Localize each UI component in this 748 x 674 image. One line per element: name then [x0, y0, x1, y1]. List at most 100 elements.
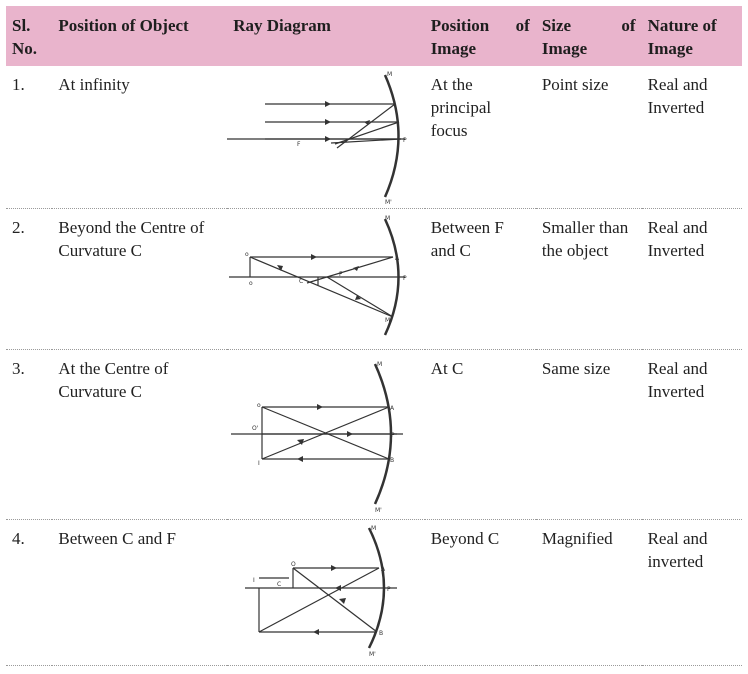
ray-diagram-at-c: o O' A P B I M M' [231, 361, 404, 514]
label-p: P [403, 137, 407, 144]
row-object-position: At the Centre of Curvature C [58, 359, 169, 401]
header-row: Sl. No. Position of Object Ray Diagram P… [6, 6, 742, 66]
arrowhead [297, 456, 304, 462]
label-object: O [291, 561, 296, 568]
label-o-prime: O' [252, 425, 259, 432]
ray [292, 567, 378, 633]
ray-diagram-cell: o O' A P B I M M' [227, 350, 424, 520]
arrowhead [311, 254, 318, 260]
header-size-image: Size of Image [536, 6, 642, 66]
row-image-position: At C [430, 359, 464, 378]
header-position-image-of: of [515, 16, 530, 35]
table-row: 4. Between C and F [6, 520, 742, 666]
arrowhead [325, 119, 332, 125]
arrowhead [339, 598, 347, 604]
ray-diagram-cell: M F P M' [227, 66, 424, 209]
arrowhead [325, 136, 332, 142]
label-object: o [245, 251, 249, 258]
arrowhead [325, 101, 332, 107]
arrowhead [297, 439, 305, 445]
header-position-image-word: Position [430, 16, 490, 35]
label-object-foot: o [249, 280, 253, 287]
label-m-prime: M' [385, 317, 392, 324]
label-object: o [257, 402, 261, 409]
header-position-image-image: Image [430, 39, 477, 58]
row-sl: 4. [12, 529, 25, 548]
row-image-size: Point size [541, 75, 609, 94]
arrowhead [347, 431, 354, 437]
arrowhead [331, 565, 338, 571]
table-row: 1. At infinity [6, 66, 742, 209]
label-m: M [385, 215, 390, 222]
ray-diagram-beyond-c: o o C F A P M M' [229, 215, 407, 336]
label-b: B [390, 457, 394, 464]
table-row: 3. At the Centre of Curvature C [6, 350, 742, 520]
row-image-nature: Real and Inverted [647, 218, 708, 260]
ray [335, 121, 400, 145]
ray-diagram-infinity: M F P M' [227, 71, 407, 206]
arrowhead [355, 295, 362, 300]
label-m: M [377, 361, 382, 368]
ray-diagram-cell: O C I A P B M M' [227, 520, 424, 666]
ray-diagram-between-c-f: O C I A P B M M' [245, 525, 398, 658]
table-row: 2. Beyond the Centre of Curvature C [6, 209, 742, 350]
arrowhead [353, 266, 360, 271]
header-sl: Sl. No. [12, 16, 38, 58]
label-c: C [277, 581, 281, 588]
label-f: F [297, 141, 301, 148]
label-a: A [381, 566, 386, 573]
header-size-image-word: Image [541, 39, 588, 58]
arrowhead [317, 404, 324, 410]
ray [331, 138, 402, 144]
ray [336, 103, 396, 149]
label-m: M [371, 525, 376, 532]
label-b: B [379, 630, 383, 637]
row-image-size: Same size [541, 359, 611, 378]
row-image-size: Magnified [541, 529, 613, 548]
label-i: I [253, 577, 255, 584]
label-a: A [395, 255, 400, 262]
arrowhead [364, 120, 371, 125]
row-object-position: At infinity [58, 75, 130, 94]
ray [261, 406, 390, 460]
label-m-prime: M' [375, 507, 382, 514]
row-object-position: Beyond the Centre of Curvature C [58, 218, 205, 260]
header-position-image: Position of Image [425, 6, 536, 66]
label-p: P [387, 586, 391, 593]
row-sl: 2. [12, 218, 25, 237]
arrowhead [335, 585, 342, 591]
label-p: P [391, 432, 395, 439]
row-image-nature: Real and Inverted [647, 75, 708, 117]
row-image-nature: Real and inverted [647, 529, 708, 571]
label-i: I [258, 460, 260, 467]
row-image-position: Between F and C [430, 218, 504, 260]
label-m-prime: M' [369, 651, 376, 658]
row-image-size: Smaller than the object [541, 218, 629, 260]
label-m-prime: M' [385, 199, 392, 206]
label-p: P [403, 275, 407, 282]
arrowhead [277, 265, 284, 271]
ray [307, 256, 394, 284]
label-m: M [387, 71, 392, 78]
row-sl: 1. [12, 75, 25, 94]
mirror-image-formation-table: Sl. No. Position of Object Ray Diagram P… [6, 6, 742, 666]
ray [249, 256, 394, 318]
ray-diagram-cell: o o C F A P M M' [227, 209, 424, 350]
ray [258, 567, 380, 633]
row-image-nature: Real and Inverted [647, 359, 708, 401]
header-size-word: Size [541, 16, 572, 35]
row-image-position: Beyond C [430, 529, 500, 548]
concave-mirror [384, 74, 400, 198]
header-position-object: Position of Object [58, 16, 189, 35]
label-a: A [390, 405, 395, 412]
header-ray-diagram: Ray Diagram [233, 16, 331, 35]
header-size-of: of [621, 16, 636, 35]
row-sl: 3. [12, 359, 25, 378]
label-f: F [339, 271, 343, 278]
header-nature: Nature of Image [647, 16, 717, 58]
row-object-position: Between C and F [58, 529, 176, 548]
row-image-position: At the principal focus [430, 75, 492, 140]
arrowhead [313, 629, 320, 635]
label-c: C [299, 278, 303, 285]
ray [326, 276, 394, 318]
